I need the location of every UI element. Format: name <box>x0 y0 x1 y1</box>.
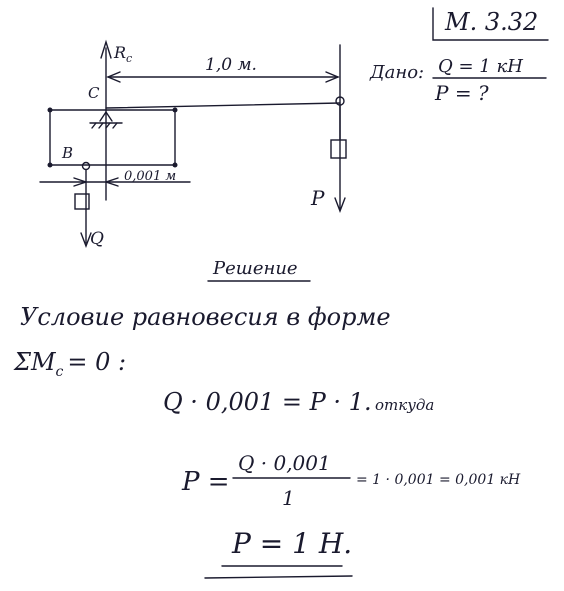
small-distance-label: 0,001 м <box>124 169 176 184</box>
small-arrow-right <box>103 177 119 187</box>
point-b-pin <box>81 161 91 171</box>
frame-node-br <box>172 162 178 168</box>
unknown-p: P = ? <box>434 81 489 105</box>
length-arrow-left <box>106 71 121 83</box>
answer-underline-2 <box>204 575 353 579</box>
q-weight <box>74 193 90 210</box>
p-arrowhead <box>334 197 346 213</box>
p-formula-label: P = <box>181 467 230 497</box>
frame-node-tr <box>172 107 178 113</box>
solution-heading: Решение <box>212 258 298 279</box>
given-q: Q = 1 кН <box>438 56 523 77</box>
problem-number-box <box>432 7 549 41</box>
reaction-label: Rc <box>113 43 132 65</box>
length-arrow-right <box>325 71 340 83</box>
support-triangle <box>99 110 113 122</box>
fraction-result: = 1 · 0,001 = 0,001 кН <box>356 472 521 488</box>
frame-node-tl <box>47 107 53 113</box>
equation-suffix: откуда <box>375 396 434 414</box>
point-c-label: C <box>88 84 100 102</box>
force-p-label: P <box>310 186 325 210</box>
main-equation: Q · 0,001 = P · 1. <box>163 388 372 416</box>
final-answer: P = 1 Н. <box>231 527 352 560</box>
condition-text: Условие равновесия в форме <box>20 303 391 331</box>
lever-beam <box>105 102 341 109</box>
given-label: Дано: <box>369 62 424 83</box>
reaction-arrowhead <box>100 39 112 59</box>
fraction-denominator: 1 <box>282 486 295 510</box>
p-weight <box>330 139 347 159</box>
length-label: 1,0 м. <box>205 55 257 75</box>
frame-node-bl <box>47 162 53 168</box>
q-arrowhead <box>80 232 92 248</box>
fraction-numerator: Q · 0,001 <box>238 451 331 475</box>
ground-hatching <box>91 122 118 129</box>
force-q-label: Q <box>90 229 104 249</box>
moment-equation: ΣMc= 0 : <box>13 348 126 380</box>
point-b-label: B <box>61 144 73 162</box>
problem-number: M. 3.32 <box>444 8 538 36</box>
